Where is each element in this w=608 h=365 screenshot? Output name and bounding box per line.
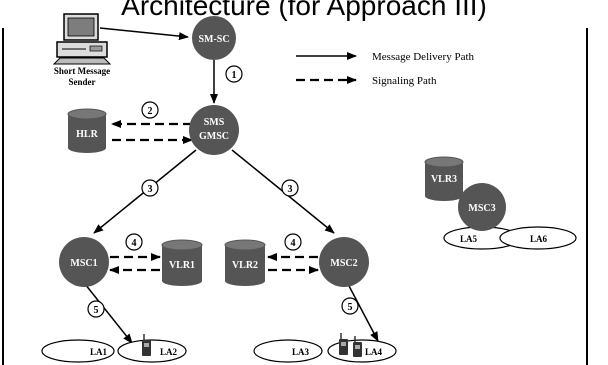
arrow-msc2-to-la4 <box>347 283 379 342</box>
mobile-phone-icon <box>339 333 348 355</box>
msc1-label: MSC1 <box>70 258 97 269</box>
gmsc-label-line2: GMSC <box>199 131 229 142</box>
sender-label-line1: Short Message <box>54 66 110 76</box>
gmsc-label-line1: SMS <box>204 117 225 128</box>
mobile-phone-icon <box>142 334 151 356</box>
la4-label: LA4 <box>365 347 383 357</box>
svg-text:3: 3 <box>148 184 153 195</box>
msc2-label: MSC2 <box>330 258 357 269</box>
hlr-label: HLR <box>76 129 98 140</box>
mobile-phone-icon <box>353 336 362 357</box>
la2-area <box>117 339 187 363</box>
sender-label-line2: Sender <box>69 77 96 87</box>
step-badge-5-right: 5 <box>341 297 359 315</box>
svg-text:5: 5 <box>348 302 353 313</box>
hlr-database: HLR <box>67 108 107 153</box>
legend-delivery-label: Message Delivery Path <box>372 51 475 63</box>
la3-label: LA3 <box>292 347 310 357</box>
step-badge-5-left: 5 <box>87 300 105 318</box>
step-badge-3-left: 3 <box>141 179 159 197</box>
svg-text:5: 5 <box>94 305 99 316</box>
vlr3-database: VLR3 <box>424 156 464 201</box>
svg-text:3: 3 <box>288 184 293 195</box>
svg-text:2: 2 <box>148 106 153 117</box>
svg-text:4: 4 <box>291 238 296 249</box>
vlr2-label: VLR2 <box>232 260 258 271</box>
msc2-node: MSC2 <box>319 237 369 287</box>
la6-area <box>499 226 577 250</box>
vlr1-label: VLR1 <box>169 260 195 271</box>
smsc-label: SM-SC <box>198 34 229 45</box>
vlr2-database: VLR2 <box>224 239 266 286</box>
la3-area <box>253 339 323 363</box>
vlr3-label: VLR3 <box>431 174 457 185</box>
step-badge-1: 1 <box>225 65 243 83</box>
step-badge-4-right: 4 <box>284 233 302 251</box>
step-badge-2: 2 <box>141 101 159 119</box>
msc3-node: MSC3 <box>458 183 506 231</box>
la2-label: LA2 <box>160 347 178 357</box>
arrow-sender-to-smsc <box>99 27 189 41</box>
msc1-node: MSC1 <box>59 237 109 287</box>
computer-icon <box>52 13 112 65</box>
diagram-title: Architecture (for Approach III) <box>121 0 487 21</box>
svg-text:4: 4 <box>132 238 137 249</box>
arrow-msc1-to-la2 <box>84 283 133 344</box>
la1-area <box>41 339 115 363</box>
la5-label: LA5 <box>460 234 478 244</box>
vlr1-database: VLR1 <box>161 239 203 286</box>
la6-label: LA6 <box>530 234 548 244</box>
la1-label: LA1 <box>90 347 108 357</box>
smsc-node: SM-SC <box>192 16 236 60</box>
msc3-label: MSC3 <box>468 203 495 214</box>
legend-signaling-label: Signaling Path <box>372 75 437 87</box>
step-badge-4-left: 4 <box>125 233 143 251</box>
svg-text:1: 1 <box>232 70 237 81</box>
step-badge-3-right: 3 <box>281 179 299 197</box>
gmsc-node: SMS GMSC <box>189 105 239 155</box>
